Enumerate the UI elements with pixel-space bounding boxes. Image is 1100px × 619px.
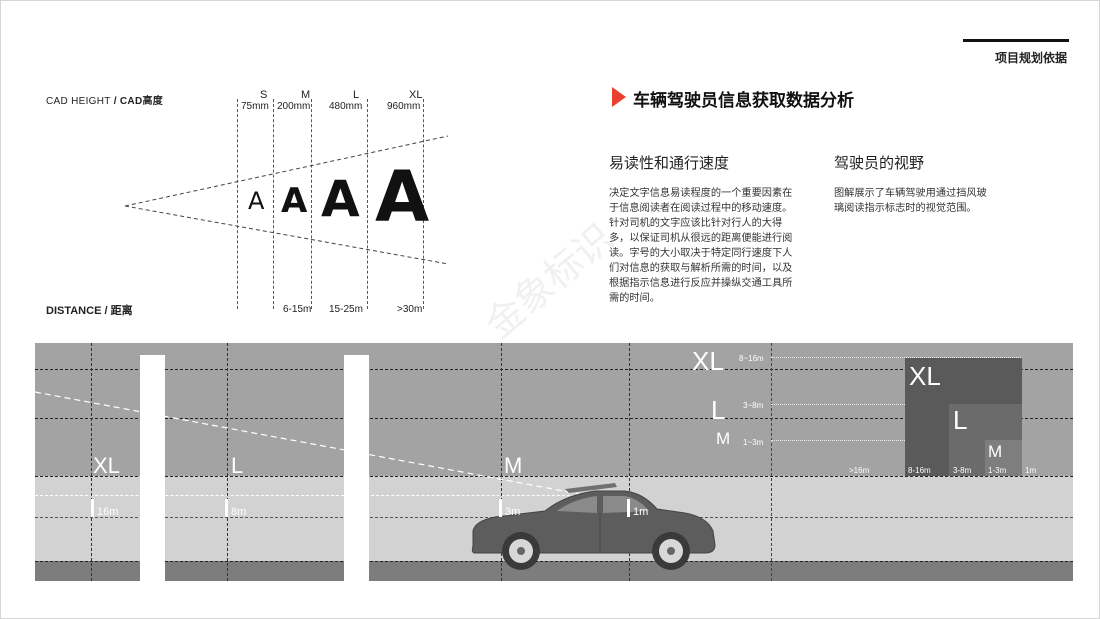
grid-line	[771, 343, 772, 581]
grid-line	[501, 343, 502, 581]
distance-en: DISTANCE	[46, 305, 102, 317]
distance-l: 15-25m	[329, 304, 363, 315]
chart-row-l: L	[711, 395, 726, 425]
grid-line	[91, 343, 92, 581]
readability-heading: 易读性和通行速度	[609, 155, 730, 172]
cad-height-label: CAD HEIGHT / CAD高度	[46, 92, 163, 107]
chart-col-label: 3-8m	[953, 466, 972, 475]
marker-label-8m: 8m	[231, 506, 247, 518]
size-s-label: S	[260, 89, 268, 101]
marker-label-1m: 1m	[633, 506, 649, 518]
distance-xl: >30m	[397, 304, 423, 315]
road-sign-l: L	[231, 453, 244, 478]
upper-lane	[35, 343, 1073, 476]
lane-line	[35, 476, 1073, 477]
road-edge	[35, 561, 1073, 581]
size-m-height: 200mm	[277, 101, 311, 112]
chart-col-label: 1m	[1025, 466, 1037, 475]
cad-height-en: CAD HEIGHT	[46, 96, 111, 107]
sight-cone	[35, 391, 586, 496]
cad-height-cn: / CAD高度	[110, 96, 164, 107]
watermark: 金象标识	[476, 215, 622, 347]
lane-line	[35, 369, 1073, 370]
car-illustration	[471, 483, 716, 570]
chart-block-l-label: L	[953, 405, 968, 435]
header-rule	[963, 39, 1069, 42]
sight-line	[35, 495, 605, 496]
chart-guide	[771, 404, 1021, 405]
guide-line	[423, 99, 424, 309]
sign-pillar	[140, 355, 165, 581]
chart-row-m: M	[716, 429, 731, 448]
distance-marker	[499, 499, 502, 517]
marker-label-3m: 3m	[505, 506, 521, 518]
driver-view-heading: 驾驶员的视野	[834, 155, 925, 172]
road-sign-xl: XL	[93, 453, 120, 478]
lane-line	[35, 418, 1073, 419]
distance-marker	[91, 499, 94, 517]
guide-line	[273, 99, 274, 309]
marker-label-16m: 16m	[97, 506, 119, 518]
guide-line	[367, 99, 368, 309]
distance-cn: / 距离	[101, 305, 133, 317]
chart-block-xl-label: XL	[909, 361, 941, 391]
size-s-height: 75mm	[241, 101, 269, 112]
glyph-a-m: A	[281, 181, 308, 221]
size-xl-height: 960mm	[387, 101, 421, 112]
size-l-label: L	[353, 89, 360, 101]
section-tag: 项目规划依据	[994, 51, 1067, 65]
glyph-a-s: A	[248, 187, 265, 215]
sign-pillar	[344, 355, 369, 581]
guide-line	[237, 99, 238, 309]
lane-line	[35, 561, 1073, 562]
grid-line	[227, 343, 228, 581]
chart-block-m	[985, 440, 1022, 476]
size-l-height: 480mm	[329, 101, 363, 112]
chart-block-m-label: M	[988, 442, 1003, 461]
distance-marker	[627, 499, 630, 517]
chart-range-l: 3~8m	[743, 401, 764, 410]
accent-triangle-icon	[612, 87, 626, 107]
chart-row-xl: XL	[692, 346, 724, 376]
road-sign-m: M	[504, 453, 523, 478]
chart-col-label: 1-3m	[988, 466, 1007, 475]
size-xl-label: XL	[409, 89, 423, 101]
page-title: 车辆驾驶员信息获取数据分析	[633, 91, 854, 110]
driver-view-body: 图解展示了车辆驾驶用通过挡风玻璃阅读指示标志时的视觉范围。	[834, 188, 987, 214]
size-m-label: M	[301, 89, 311, 101]
chart-guide	[771, 440, 1021, 441]
chart-col-label: 8-16m	[908, 466, 931, 475]
distance-label: DISTANCE / 距离	[46, 302, 133, 318]
readability-body: 决定文字信息易读程度的一个重要因素在于信息阅读者在阅读过程中的移动速度。针对司机…	[609, 188, 793, 304]
chart-range-xl: 8~16m	[739, 354, 764, 363]
grid-line	[629, 343, 630, 581]
guide-line	[311, 99, 312, 309]
viewing-cone	[124, 135, 449, 265]
glyph-a-l: A	[321, 170, 360, 228]
chart-guide	[771, 357, 1021, 358]
road-illustration: XL L M 16m 8m 3m 1m XL 8~16m L 3~8	[35, 343, 1073, 581]
chart-range-m: 1~3m	[743, 438, 764, 447]
chart-col-label: >16m	[849, 466, 870, 475]
glyph-a-xl: A	[375, 156, 430, 238]
distance-marker	[225, 499, 228, 517]
distance-m: 6-15m	[283, 304, 312, 315]
